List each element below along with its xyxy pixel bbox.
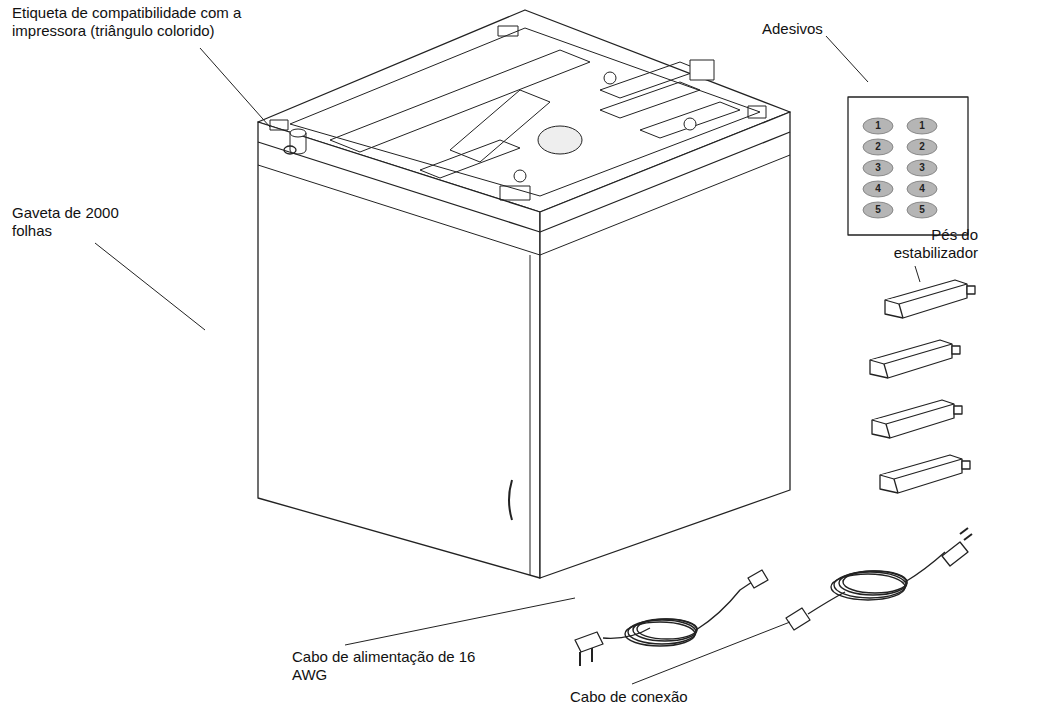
sticker-number: 3 xyxy=(863,162,893,174)
indicator xyxy=(284,146,296,154)
label-pes: Pés do estabilizador xyxy=(868,226,978,262)
sticker-number: 2 xyxy=(863,141,893,153)
front-seam xyxy=(258,165,540,255)
sticker-number: 3 xyxy=(907,162,937,174)
sticker-ovals xyxy=(863,118,937,218)
sticker-number: 4 xyxy=(863,183,893,195)
label-adesivos: Adesivos xyxy=(762,20,852,38)
label-etiqueta: Etiqueta de compatibilidade com a impres… xyxy=(12,4,262,40)
sticker-number: 1 xyxy=(907,120,937,132)
connection-cable xyxy=(786,528,972,630)
sticker-number: 2 xyxy=(907,141,937,153)
rim-edge xyxy=(258,132,790,232)
tray-mechanism xyxy=(270,26,766,200)
tray-opening xyxy=(290,28,760,196)
leader-lines xyxy=(95,36,920,684)
label-cabo-alimentacao: Cabo de alimentação de 16 AWG xyxy=(292,648,492,684)
sticker-number: 4 xyxy=(907,183,937,195)
sticker-number: 5 xyxy=(907,204,937,216)
label-gaveta: Gaveta de 2000 folhas xyxy=(12,204,142,240)
sticker-number: 1 xyxy=(863,120,893,132)
door-edge xyxy=(530,255,531,575)
sticker-sheet xyxy=(848,97,968,235)
stabilizer-feet xyxy=(870,280,975,493)
side-seam xyxy=(540,155,790,255)
door-handle xyxy=(509,480,512,520)
power-cable xyxy=(575,570,768,666)
sticker-number: 5 xyxy=(863,204,893,216)
tray-front xyxy=(258,122,540,578)
label-cabo-conexao: Cabo de conexão xyxy=(570,688,730,706)
